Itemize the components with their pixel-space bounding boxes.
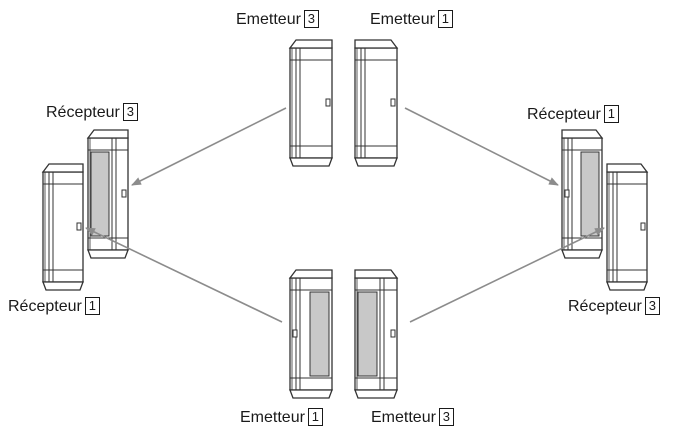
beam-arrow-top-right	[404, 107, 559, 186]
label-text: Emetteur	[370, 11, 435, 28]
emitter-top-left	[288, 39, 333, 167]
device-lens-face	[90, 151, 110, 237]
device-lens-face	[357, 291, 378, 377]
device-bottom-cap	[354, 157, 398, 167]
device-top-cap	[288, 269, 333, 279]
device-top-cap	[86, 129, 129, 139]
device-knob	[390, 329, 396, 338]
device-knob	[121, 189, 127, 198]
device-top-cap	[41, 163, 84, 173]
label-text: Emetteur	[371, 409, 436, 426]
device-knob	[76, 222, 82, 231]
emitter-top-right	[354, 39, 399, 167]
device-knob	[390, 98, 396, 107]
number-box: 1	[307, 408, 323, 426]
device-bottom-cap	[289, 389, 333, 399]
device-knob	[640, 222, 646, 231]
number-box: 3	[303, 10, 319, 28]
number-box: 3	[122, 103, 138, 121]
beam-arrow-bottom-right	[409, 227, 605, 323]
receiver-right-front	[606, 163, 649, 291]
beam-arrow-top-left	[131, 107, 287, 186]
receiver-left-front	[41, 163, 84, 291]
number-box: 1	[437, 10, 453, 28]
device-body	[289, 47, 333, 159]
device-bottom-cap	[606, 281, 648, 291]
device-knob	[325, 98, 331, 107]
device-bottom-cap	[42, 281, 84, 291]
emitter-bottom-right	[354, 269, 399, 399]
device-bottom-cap	[561, 249, 603, 259]
device-knob	[564, 189, 570, 198]
device-knob	[292, 329, 298, 338]
device-top-cap	[354, 39, 399, 49]
label-text: Récepteur	[568, 298, 642, 315]
label-text: Récepteur	[8, 298, 82, 315]
device-top-cap	[354, 269, 399, 279]
label-text: Emetteur	[240, 409, 305, 426]
device-top-cap	[606, 163, 649, 173]
device-bottom-cap	[289, 157, 333, 167]
label-text: Récepteur	[527, 106, 601, 123]
number-box: 3	[438, 408, 454, 426]
number-box: 1	[603, 105, 619, 123]
device-top-cap	[288, 39, 333, 49]
device-top-cap	[561, 129, 604, 139]
device-body	[606, 171, 648, 283]
emitter-bottom-left	[288, 269, 333, 399]
beam-arrow-bottom-left	[85, 227, 283, 323]
device-lens-face	[309, 291, 330, 377]
number-box: 1	[84, 297, 100, 315]
number-box: 3	[644, 297, 660, 315]
device-bottom-cap	[87, 249, 129, 259]
device-bottom-cap	[354, 389, 398, 399]
label-text: Emetteur	[236, 11, 301, 28]
device-body	[42, 171, 84, 283]
label-text: Récepteur	[46, 104, 120, 121]
device-lens-face	[580, 151, 600, 237]
receiver-right-back	[561, 129, 604, 259]
